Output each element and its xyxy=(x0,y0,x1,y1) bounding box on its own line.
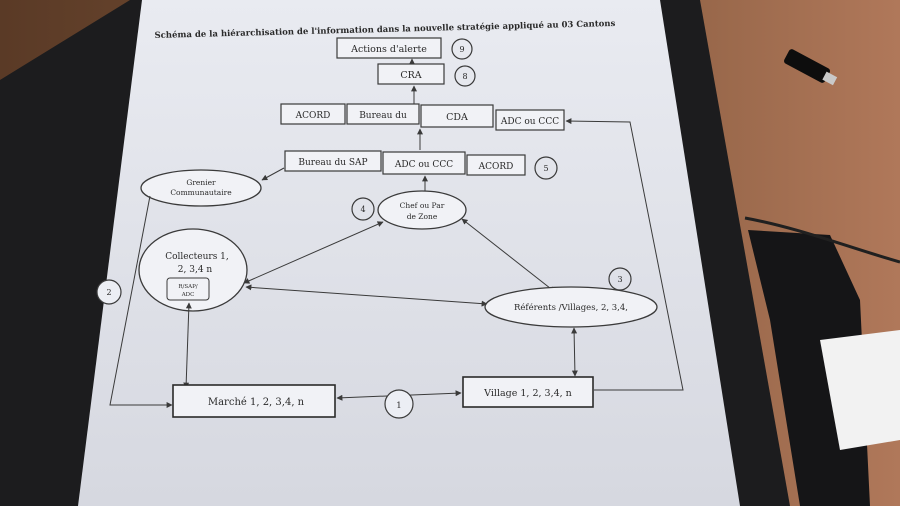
node-village xyxy=(462,376,594,408)
edge-collecteurs-referents xyxy=(245,284,488,307)
number-1-label: 1 xyxy=(396,401,401,411)
usb-stick-icon xyxy=(783,49,838,86)
edge-grenier-marche xyxy=(109,195,173,408)
node-cra-label: CRA xyxy=(400,70,421,81)
node-adc-ccc-mid-label: ADC ou CCC xyxy=(394,160,453,170)
node-collecteurs-label-2: 2, 3,4 n xyxy=(178,265,213,275)
node-marche-label: Marché 1, 2, 3,4, n xyxy=(208,397,305,408)
node-bureau-sap xyxy=(284,150,382,172)
edge-collecteurs-marche xyxy=(183,302,192,389)
node-grenier-label-2: Communautaire xyxy=(170,188,232,197)
number-badge-1 xyxy=(384,389,414,419)
node-bureau-sap-label: Bureau du SAP xyxy=(298,158,367,168)
node-actions-alerte-label: Actions d'alerte xyxy=(350,44,427,55)
node-grenier-label-1: Grenier xyxy=(186,178,216,187)
number-3-label: 3 xyxy=(617,275,622,284)
edge-referents-village xyxy=(571,327,578,377)
number-badge-8 xyxy=(454,65,476,87)
node-marche xyxy=(172,384,336,418)
node-adc-ccc-top-label: ADC ou CCC xyxy=(500,117,559,127)
node-grenier xyxy=(140,169,262,207)
node-actions-alerte xyxy=(336,37,442,59)
node-bureau-du xyxy=(346,103,420,125)
number-badge-2 xyxy=(96,279,122,305)
node-cra xyxy=(377,63,445,85)
number-4-label: 4 xyxy=(360,205,365,214)
node-cda-label: CDA xyxy=(446,112,468,123)
node-chef-zone-label-1: Chef ou Par xyxy=(400,201,445,210)
number-badge-9 xyxy=(451,38,473,60)
cable xyxy=(744,216,900,264)
node-referents xyxy=(484,286,658,328)
node-rsap-adc xyxy=(166,277,210,301)
node-rsap-label-2: ADC xyxy=(181,292,195,298)
edge-village-adc-top xyxy=(565,118,684,391)
number-5-label: 5 xyxy=(543,164,548,173)
white-card xyxy=(820,330,900,450)
node-referents-label: Référents /Villages, 2, 3,4, xyxy=(514,302,628,313)
node-acord-top-label: ACORD xyxy=(295,111,331,121)
number-badge-3 xyxy=(608,267,632,291)
node-adc-ccc-mid xyxy=(382,151,466,175)
number-2-label: 2 xyxy=(106,288,111,297)
number-8-label: 8 xyxy=(462,72,467,81)
number-9-label: 9 xyxy=(459,45,464,54)
node-chef-zone xyxy=(377,190,467,230)
edge-chef-referents xyxy=(461,218,556,293)
node-rsap-label-1: R/SAP/ xyxy=(178,284,197,290)
node-acord-mid xyxy=(466,154,526,176)
edge-collecteurs-chef xyxy=(243,221,384,284)
node-chef-zone-label-2: de Zone xyxy=(407,212,438,221)
node-adc-ccc-top xyxy=(495,109,565,131)
number-badge-5 xyxy=(534,156,558,180)
node-acord-top xyxy=(280,103,346,125)
node-collecteurs-label-1: Collecteurs 1, xyxy=(165,252,229,262)
node-acord-mid-label: ACORD xyxy=(478,162,514,172)
edge-sap-grenier xyxy=(261,167,285,181)
node-village-label: Village 1, 2, 3,4, n xyxy=(483,388,572,399)
node-bureau-du-label: Bureau du xyxy=(359,111,407,121)
node-cda xyxy=(420,104,494,128)
number-badge-4 xyxy=(351,197,375,221)
